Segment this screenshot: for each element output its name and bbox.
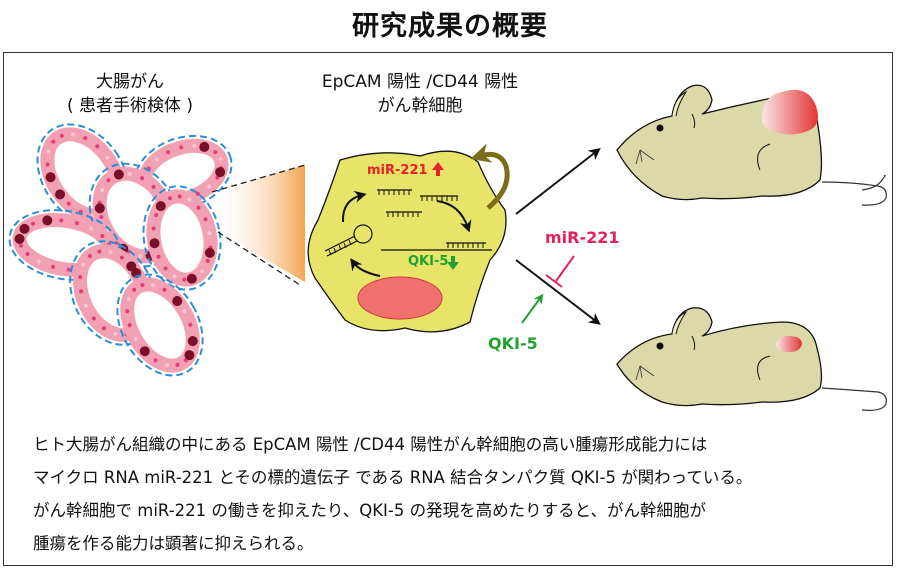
arrow-nucleus-to-hairpin bbox=[350, 258, 381, 277]
gland bbox=[116, 273, 204, 377]
nucleus bbox=[357, 276, 443, 320]
tissue-label-line2: ( 患者手術検体 ) bbox=[66, 96, 194, 116]
zoom-cone bbox=[212, 165, 305, 282]
cell-label-line2: がん幹細胞 bbox=[377, 96, 463, 116]
description-line-4: 腫瘍を作る能力は顕著に抑えられる。 bbox=[33, 534, 314, 553]
inhibition-symbol-icon bbox=[545, 255, 575, 288]
self-renewal-arrow bbox=[470, 143, 510, 210]
arrow-mirna-to-target bbox=[436, 200, 472, 233]
description: ヒト大腸がん組織の中にある EpCAM 陽性 /CD44 陽性がん幹細胞の高い腫… bbox=[33, 428, 893, 560]
gland bbox=[142, 185, 222, 291]
tumor-large bbox=[762, 89, 818, 135]
description-line-1: ヒト大腸がん組織の中にある EpCAM 陽性 /CD44 陽性がん幹細胞の高い腫… bbox=[33, 435, 708, 454]
mir221-up-arrow-icon bbox=[432, 162, 444, 176]
mouse-small-tumor bbox=[616, 307, 887, 411]
arrow-hairpin-to-mirna bbox=[341, 190, 367, 223]
mir221-inhibitor-label: miR-221 bbox=[545, 228, 620, 247]
pre-mirna-hairpin bbox=[324, 224, 373, 257]
arrow-to-large-tumor bbox=[515, 148, 601, 215]
qki5-cell-label: QKI-5 bbox=[408, 254, 448, 269]
figure-frame bbox=[3, 52, 893, 566]
description-line-3: がん幹細胞で miR-221 の働きを抑えたり、QKI-5 の発現を高めたりする… bbox=[33, 501, 706, 520]
tissue-label-line1: 大腸がん bbox=[96, 72, 164, 92]
tissue-illustration bbox=[8, 123, 233, 377]
qki5-down-arrow-icon bbox=[447, 256, 459, 270]
zoom-line-bottom bbox=[217, 231, 301, 286]
mouse-large-tumor bbox=[616, 84, 887, 206]
tumor-small bbox=[776, 336, 802, 352]
page-title: 研究成果の概要 bbox=[352, 11, 548, 42]
tissue-label: 大腸がん ( 患者手術検体 ) bbox=[40, 70, 220, 118]
cell-label: EpCAM 陽性 /CD44 陽性 がん幹細胞 bbox=[290, 70, 550, 118]
mir221-cell-label: miR-221 bbox=[367, 163, 428, 178]
qki5-promote-arrow bbox=[521, 293, 544, 324]
description-line-2: マイクロ RNA miR-221 とその標的遺伝子 である RNA 結合タンパク… bbox=[33, 468, 753, 487]
qki5-promoter-label: QKI-5 bbox=[488, 334, 538, 353]
cell-label-line1: EpCAM 陽性 /CD44 陽性 bbox=[321, 72, 519, 92]
mature-mirnas bbox=[377, 189, 486, 248]
arrow-to-small-tumor bbox=[515, 259, 601, 325]
zoom-line-top bbox=[211, 164, 306, 193]
